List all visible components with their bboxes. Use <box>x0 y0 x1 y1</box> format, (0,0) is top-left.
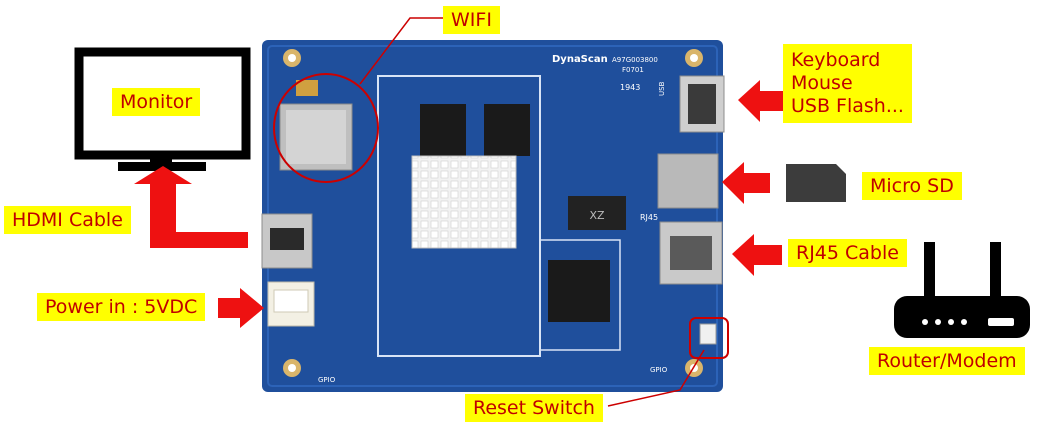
router-modem-label: Router/Modem <box>869 347 1025 375</box>
reset-callout-line <box>607 349 705 407</box>
microsd-card-icon <box>786 164 846 202</box>
reset-callout-box <box>689 317 729 359</box>
gpio-left-silk: GPIO <box>318 376 336 384</box>
monitor-label: Monitor <box>112 88 201 116</box>
monitor-icon <box>74 47 251 171</box>
chip-mark: XZ <box>589 209 605 222</box>
usb-devices-label: Keyboard Mouse USB Flash... <box>783 44 912 123</box>
power-in-label: Power in : 5VDC <box>37 293 206 321</box>
board-code: 1943 <box>620 83 640 92</box>
board-brand: DynaScan <box>552 54 608 65</box>
board-rev: F0701 <box>622 66 644 74</box>
usb-connector <box>679 75 725 133</box>
power-in-arrow <box>218 288 264 328</box>
rj45-arrow <box>732 234 782 276</box>
ram-chips <box>420 104 530 156</box>
lan-chip: XZ <box>568 196 626 230</box>
microsd-arrow <box>722 162 770 204</box>
usb-silk: USB <box>658 81 666 96</box>
rj45-connector <box>659 221 723 285</box>
micro-sd-label: Micro SD <box>862 172 962 200</box>
wifi-callout-circle <box>273 73 379 183</box>
router-icon <box>894 242 1030 338</box>
rj45-silk: RJ45 <box>640 213 658 222</box>
usb-arrow <box>738 80 784 122</box>
wifi-module <box>279 80 353 171</box>
rj45-cable-label: RJ45 Cable <box>788 239 907 267</box>
hdmi-cable-arrow <box>134 166 248 248</box>
reset-button-part <box>699 323 717 345</box>
hdmi-connector <box>261 213 313 269</box>
flash-chip <box>548 260 610 322</box>
reset-switch-label: Reset Switch <box>465 394 603 422</box>
heatsink <box>411 155 517 249</box>
gpio-right-silk: GPIO <box>650 366 668 374</box>
microsd-slot <box>657 153 719 209</box>
wifi-label: WIFI <box>443 6 500 34</box>
power-connector <box>267 281 315 327</box>
hdmi-cable-label: HDMI Cable <box>4 206 131 234</box>
board-model: A97G003800 <box>612 56 658 64</box>
wifi-callout-line <box>359 17 443 85</box>
